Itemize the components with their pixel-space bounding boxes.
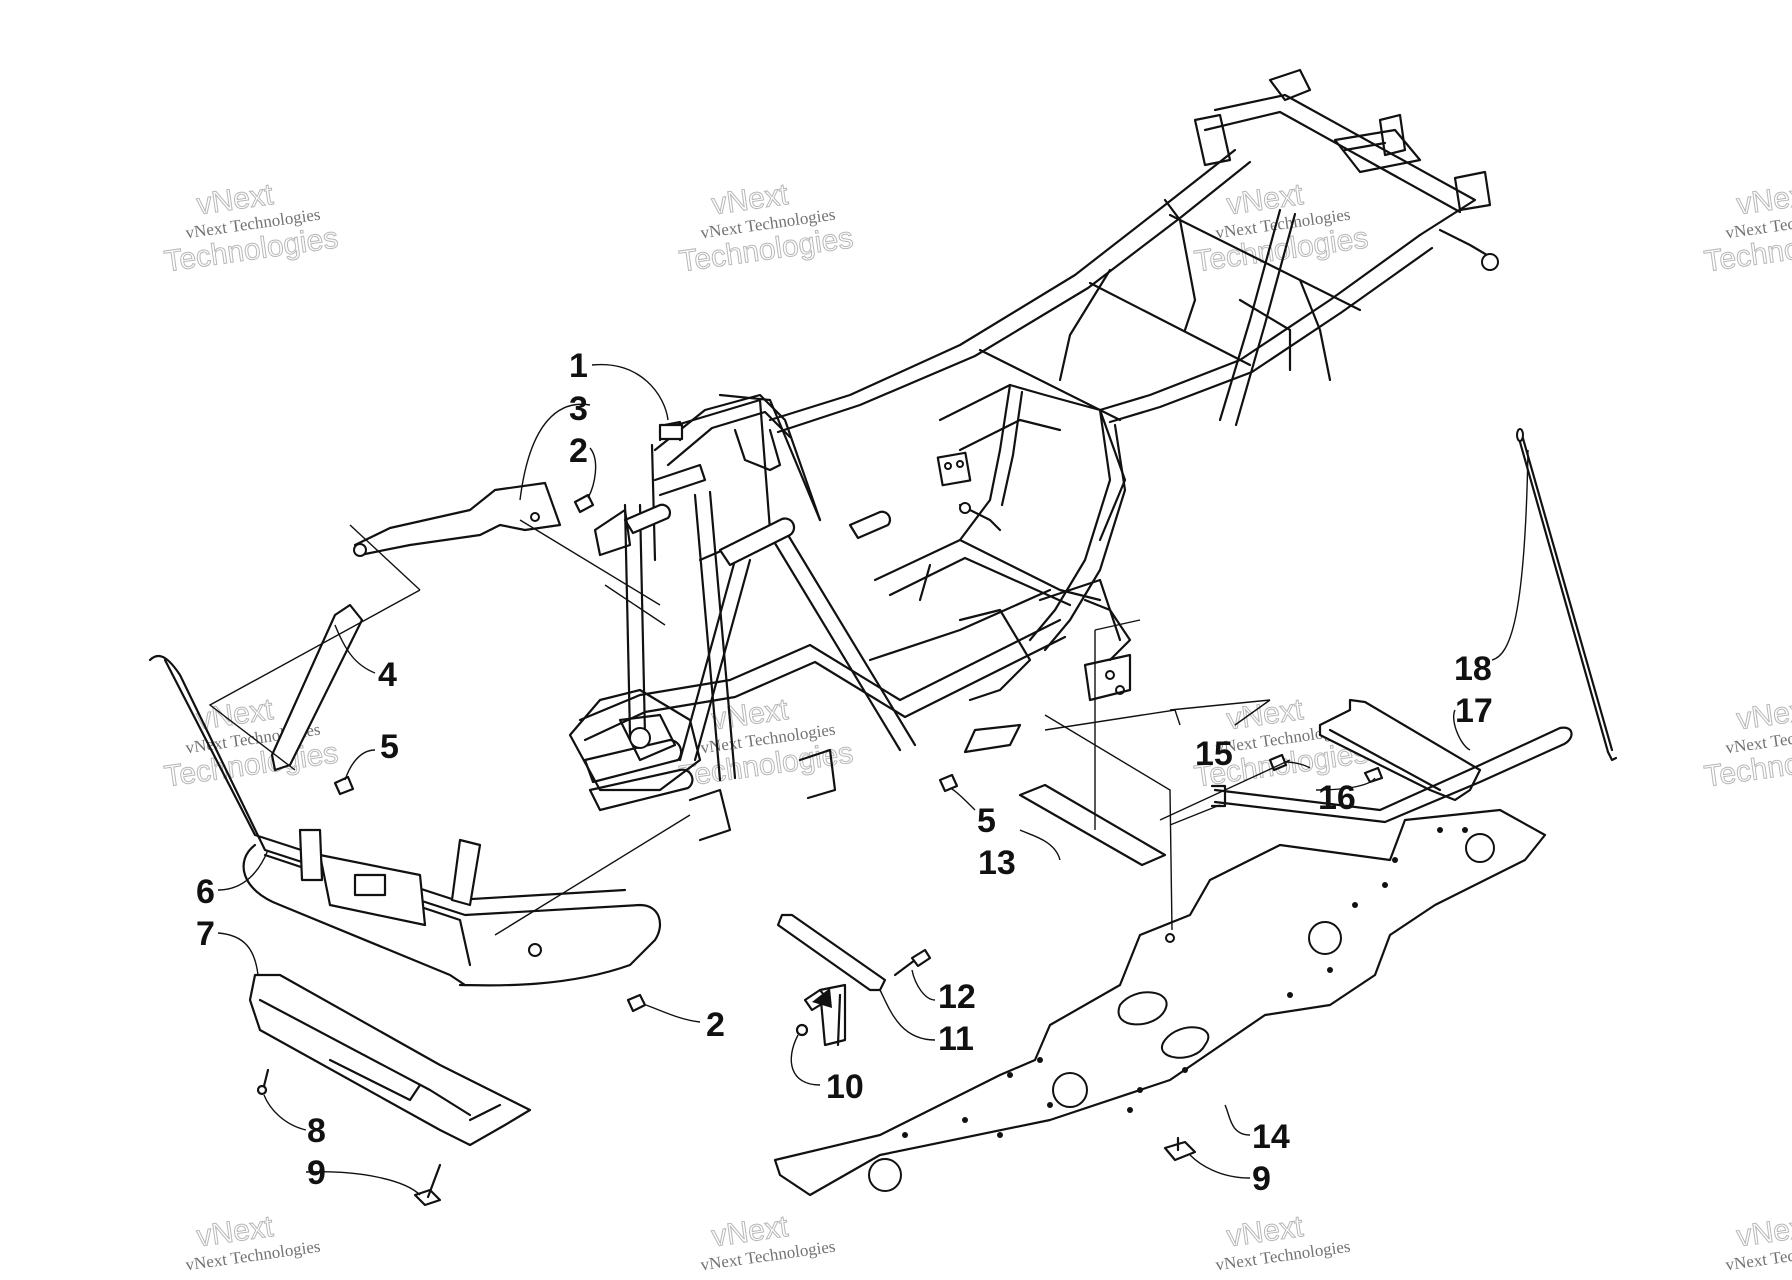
nut-16 — [1363, 766, 1384, 784]
nut-15 — [1268, 753, 1288, 772]
nut-10 — [795, 1023, 809, 1037]
main-frame — [568, 68, 1499, 842]
callout-10: 10 — [826, 1068, 864, 1106]
callout-2-upper: 2 — [569, 432, 588, 470]
bolt-2-lower — [626, 993, 647, 1013]
front-bumper — [148, 654, 662, 987]
fastener-9-right — [1163, 1140, 1197, 1162]
callout-labels: 1 3 2 4 5 6 7 2 8 9 5 13 12 11 10 14 9 1… — [196, 347, 1493, 1198]
callout-18: 18 — [1454, 650, 1492, 688]
callout-9-left: 9 — [307, 1154, 326, 1192]
assembly-lines — [208, 519, 1291, 936]
callout-3: 3 — [569, 390, 588, 428]
watermarks: vNext vNext Technologies Technologies vN… — [162, 178, 1792, 1275]
front-upper-bracket — [353, 481, 562, 557]
fasteners — [256, 493, 1384, 1207]
callout-1: 1 — [569, 347, 588, 385]
bolt-5-left — [333, 775, 355, 796]
callout-8: 8 — [307, 1112, 326, 1150]
bolt-5-right — [938, 773, 959, 793]
arrow-marker — [812, 988, 832, 1008]
callout-9-right: 9 — [1252, 1160, 1271, 1198]
callout-17: 17 — [1455, 692, 1493, 730]
watermark: vNext vNext Technologies Technologies — [1192, 178, 1371, 280]
callout-leaders — [217, 363, 1529, 1196]
side-bracket — [776, 913, 887, 1047]
watermark: vNext vNext Technologies Technologies — [1702, 178, 1792, 280]
callout-11: 11 — [938, 1020, 974, 1058]
bolt-12 — [893, 948, 932, 977]
skid-plate — [773, 808, 1547, 1197]
callout-7: 7 — [196, 915, 215, 953]
watermark: vNext vNext Technologies — [184, 1210, 321, 1275]
callout-13: 13 — [978, 844, 1016, 882]
support-rod — [1516, 428, 1618, 762]
watermark: vNext vNext Technologies — [699, 1210, 836, 1275]
rear-bracket-tube — [1210, 698, 1573, 824]
watermark: vNext vNext Technologies — [1724, 1210, 1792, 1275]
watermark: vNext vNext Technologies Technologies — [162, 178, 341, 280]
callout-5-right: 5 — [977, 802, 996, 840]
callout-2-lower: 2 — [706, 1006, 725, 1044]
watermark: vNext vNext Technologies Technologies — [1702, 693, 1792, 795]
callout-16: 16 — [1318, 779, 1356, 817]
callout-15: 15 — [1195, 735, 1233, 773]
watermark: vNext vNext Technologies Technologies — [677, 693, 856, 795]
front-bracket-arm — [270, 603, 364, 772]
watermark: vNext vNext Technologies Technologies — [677, 178, 856, 280]
callout-4: 4 — [378, 656, 397, 694]
callout-5-left: 5 — [380, 728, 399, 766]
bolt-2-upper — [573, 493, 595, 514]
watermark: vNext vNext Technologies — [1214, 1210, 1351, 1275]
callout-12: 12 — [938, 978, 976, 1016]
callout-6: 6 — [196, 873, 215, 911]
footrest-pad — [1018, 783, 1167, 867]
front-skid-guard — [248, 973, 532, 1147]
callout-14: 14 — [1252, 1118, 1290, 1156]
